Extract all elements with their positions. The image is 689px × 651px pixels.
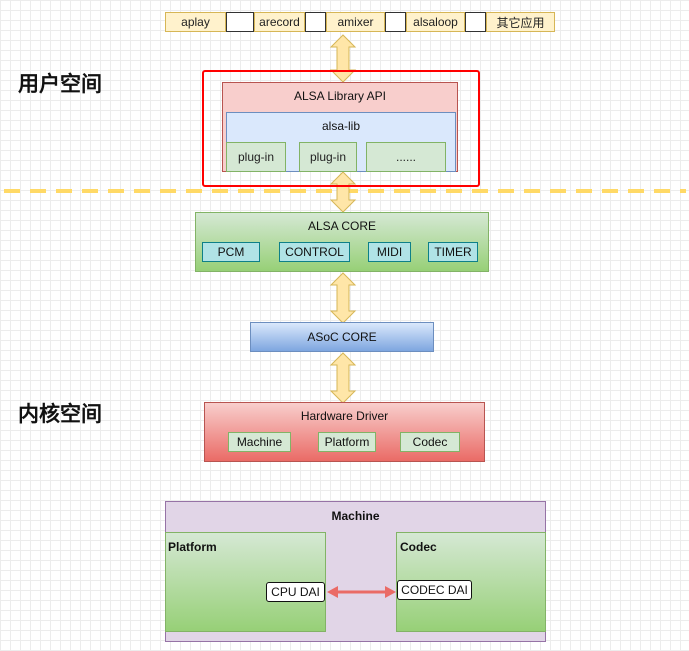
app-separator [305,12,326,32]
timer-box: TIMER [428,242,478,262]
app-amixer: amixer [326,12,385,32]
machine-title: Machine [331,509,380,523]
app-separator [226,12,254,32]
hardware-driver-title: Hardware Driver [300,409,389,423]
app-separator [465,12,486,32]
user-space-label: 用户空间 [18,72,102,96]
platform-title: Platform [168,540,217,554]
control-box: CONTROL [279,242,350,262]
app-aplay: aplay [165,12,226,32]
midi-box: MIDI [368,242,411,262]
app-separator [385,12,406,32]
app-arecord: arecord [254,12,305,32]
cpu-dai-box: CPU DAI [266,582,325,602]
asoc-core-box: ASoC CORE [250,322,434,352]
codec-title: Codec [400,540,437,554]
user-space-highlight [202,70,480,187]
machine-driver-box: Machine [228,432,291,452]
alsa-library-api-title: ALSA Library API [293,89,387,103]
plugin-box: plug-in [299,142,357,172]
codec-dai-box: CODEC DAI [397,580,472,600]
pcm-box: PCM [202,242,260,262]
app-alsaloop: alsaloop [406,12,465,32]
kernel-space-label: 内核空间 [18,402,102,426]
alsa-lib-title: alsa-lib [321,119,360,133]
dai-link-head-right [385,586,396,598]
platform-driver-box: Platform [318,432,376,452]
codec-driver-box: Codec [400,432,460,452]
plugin-more-box: ...... [366,142,446,172]
alsa-core-title: ALSA CORE [307,219,377,233]
dai-link-head-left [327,586,338,598]
plugin-box: plug-in [226,142,286,172]
app-other: 其它应用 [486,12,555,32]
